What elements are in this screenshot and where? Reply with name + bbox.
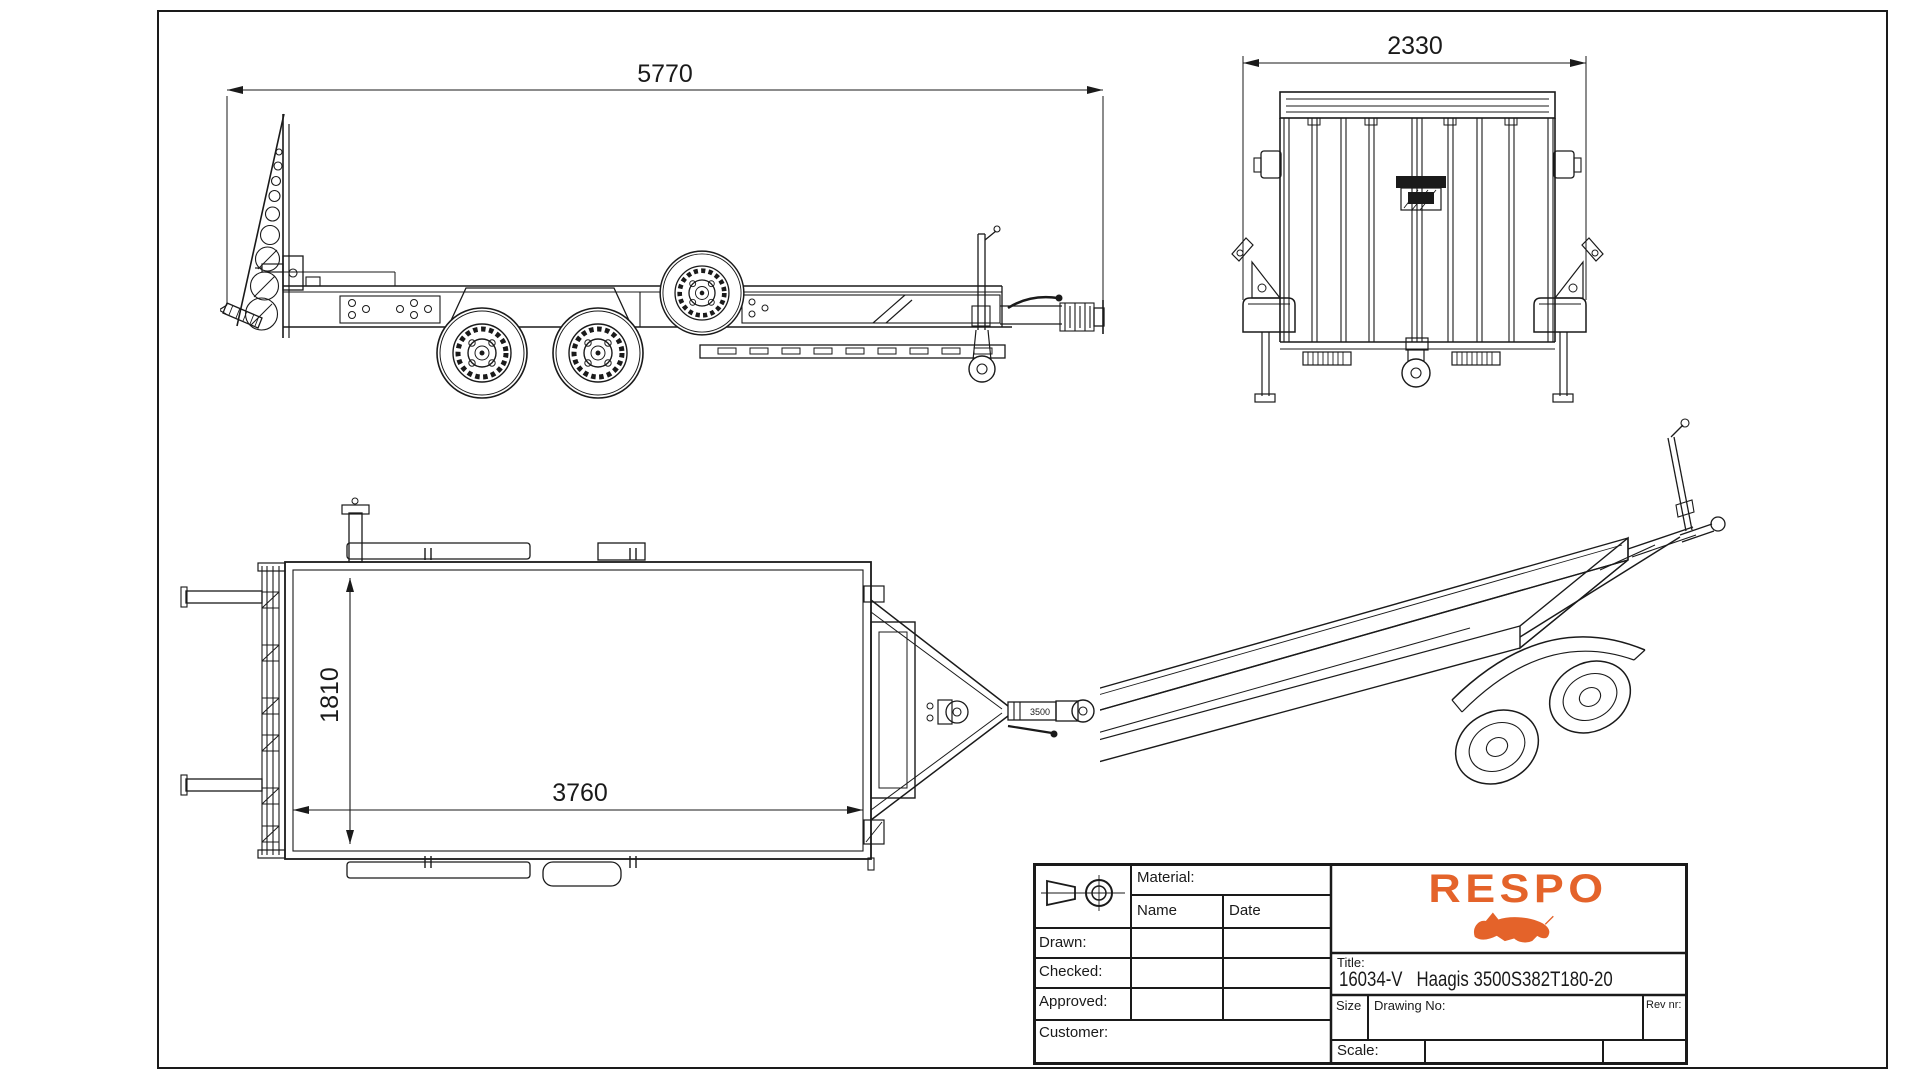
top-dimension-1810: 1810	[316, 578, 354, 844]
rear-support-feet	[1254, 332, 1574, 403]
side-front-bracket	[255, 255, 396, 291]
side-chassis	[283, 285, 1012, 359]
respo-logo-text: RESPO	[1428, 867, 1608, 911]
top-winch-mast	[341, 497, 370, 563]
iso-drawbar	[1519, 418, 1726, 638]
side-dimension-5770: 5770	[226, 60, 1104, 305]
top-dimension-3760: 3760	[293, 779, 863, 814]
rear-view-drawing: 2330	[1231, 32, 1604, 403]
isometric-view	[1100, 400, 1740, 870]
isometric-view-drawing	[1100, 418, 1726, 785]
rear-fenders	[1242, 297, 1587, 333]
rear-tail-lights	[1302, 351, 1501, 366]
top-view-drawing: 3500 1810 3760	[180, 497, 1095, 887]
top-side-boards	[346, 542, 885, 887]
rear-latch	[1396, 176, 1446, 211]
title-block-grid	[1033, 863, 1688, 1065]
side-spare-wheel	[660, 251, 744, 335]
scale-label: Scale:	[1337, 1042, 1379, 1059]
dimension-value-5770: 5770	[637, 60, 693, 88]
top-gate-strip	[180, 562, 286, 859]
top-drawbar: 3500	[870, 599, 1095, 821]
rev-label: Rev nr:	[1646, 999, 1682, 1011]
drawing-no-label: Drawing No:	[1374, 998, 1446, 1013]
rear-view: 2330	[1220, 20, 1620, 420]
date-label: Date	[1229, 902, 1261, 919]
iso-bed	[1100, 536, 1629, 763]
side-ramp	[220, 113, 290, 338]
dimension-value-3760: 3760	[552, 779, 608, 807]
dimension-value-2330: 2330	[1387, 32, 1443, 60]
title-value: 16034-V Haagis 3500S382T180-20	[1339, 968, 1613, 991]
dimension-value-1810: 1810	[316, 667, 344, 723]
side-view: 5770	[220, 40, 1120, 410]
approved-label: Approved:	[1039, 993, 1108, 1010]
projection-symbol-icon	[1041, 875, 1125, 911]
drawn-label: Drawn:	[1039, 934, 1087, 951]
side-coupling	[1000, 286, 1105, 334]
side-jockey-wheel	[968, 225, 1001, 383]
top-bed	[284, 561, 872, 860]
respo-bull-icon	[1474, 912, 1554, 943]
material-label: Material:	[1137, 869, 1195, 886]
top-view: 3500 1810 3760	[180, 460, 1100, 900]
side-road-wheel-2	[553, 308, 643, 398]
customer-label: Customer:	[1039, 1024, 1109, 1041]
rear-side-hooks	[1253, 150, 1582, 179]
side-view-drawing: 5770	[220, 60, 1105, 410]
size-label: Size	[1336, 998, 1362, 1013]
rear-jockey-wheel	[1401, 337, 1431, 388]
name-label: Name	[1137, 902, 1178, 919]
respo-logo: RESPO	[1378, 867, 1658, 912]
iso-wheels	[1451, 636, 1646, 785]
drawing-border	[157, 10, 1888, 1069]
title-block: Material: Name Date Drawn: Checked: Appr…	[1033, 863, 1688, 1065]
rear-gate	[1279, 91, 1556, 350]
rear-dimension-2330: 2330	[1242, 32, 1587, 300]
side-road-wheel-1	[437, 308, 527, 398]
checked-label: Checked:	[1039, 963, 1103, 980]
title-label: Title:	[1337, 955, 1365, 970]
coupling-marking-3500: 3500	[1030, 707, 1050, 717]
